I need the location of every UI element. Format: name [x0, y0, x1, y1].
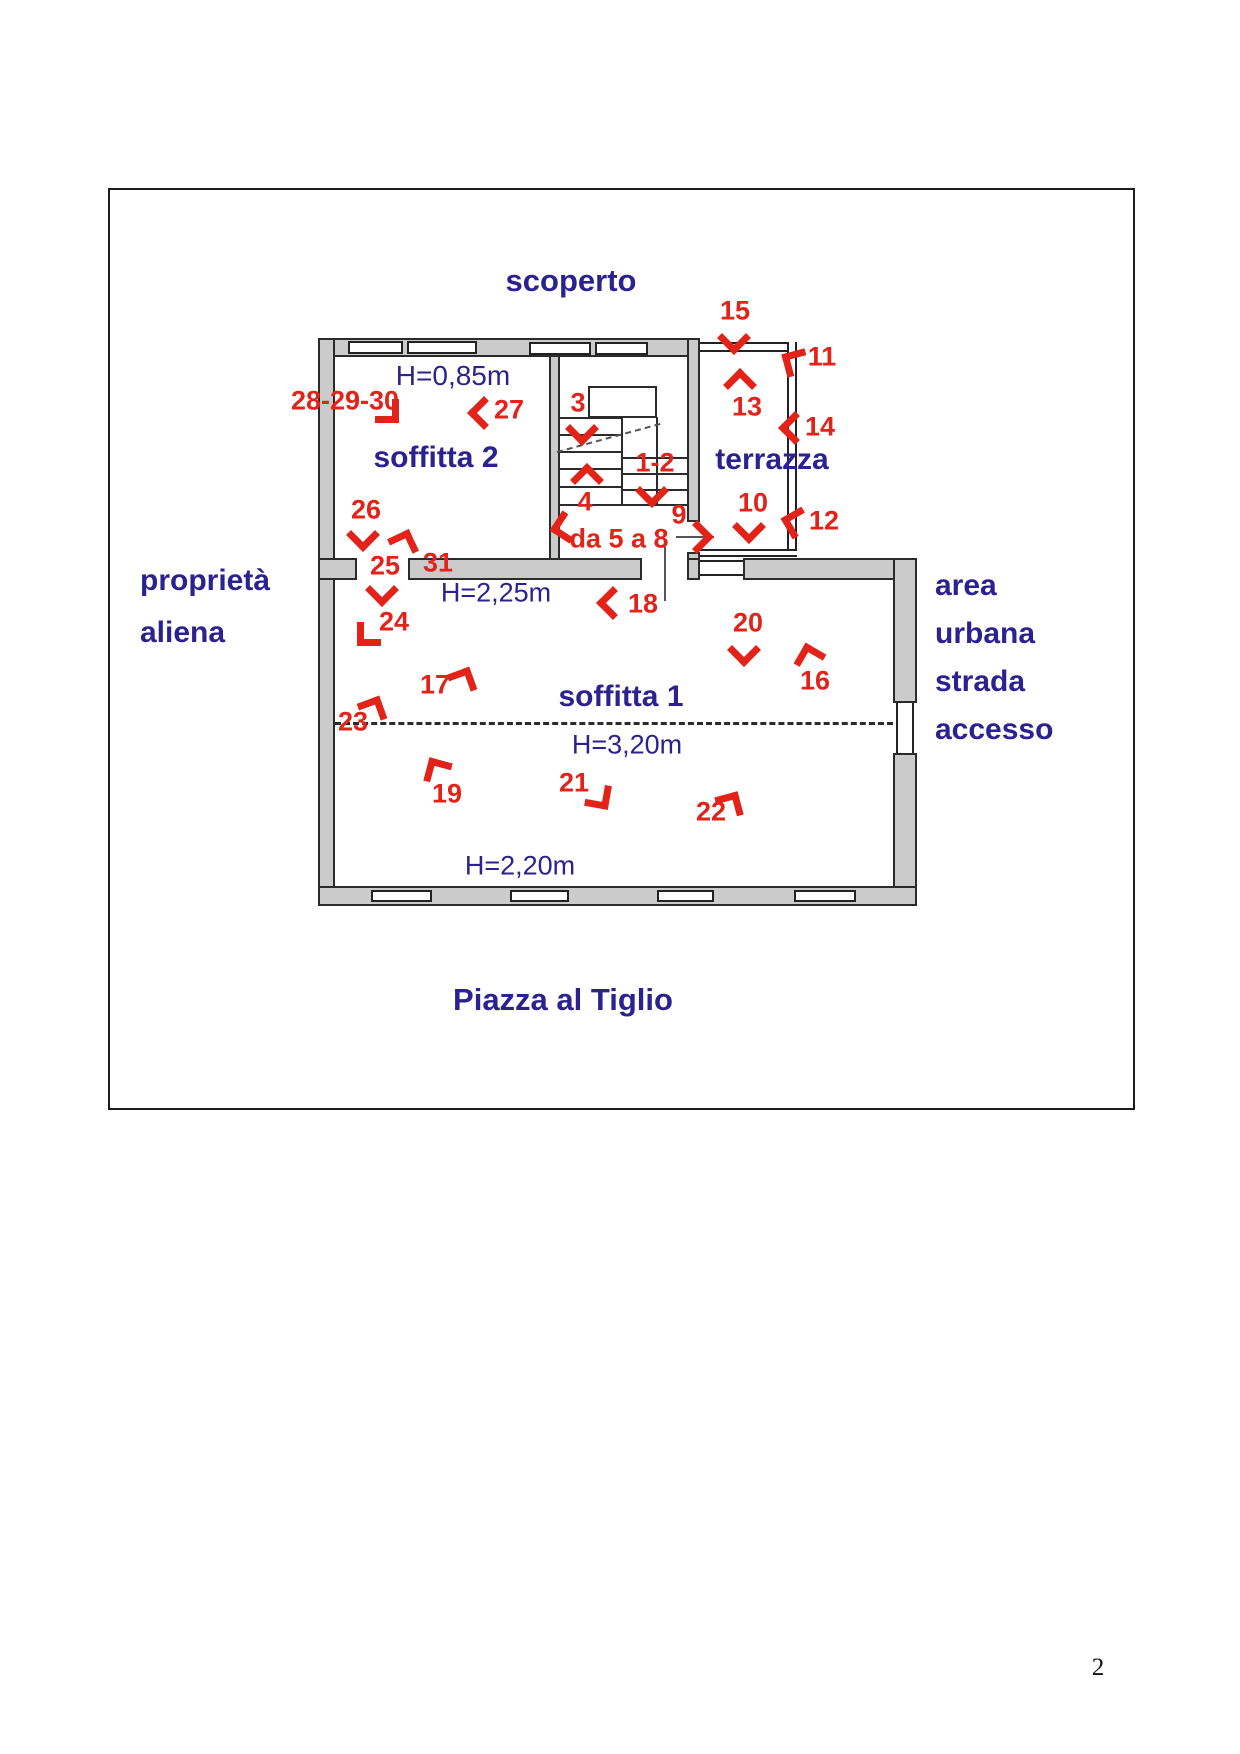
terrazza-parapet-top [700, 342, 797, 352]
stair-tread [560, 417, 622, 419]
photo-marker-1-2-arrow [635, 474, 669, 508]
label-height-soffitta2: H=0,85m [395, 360, 511, 391]
stair-divider [621, 417, 623, 506]
window-top-2 [407, 341, 477, 354]
leader-line-horizontal [676, 536, 714, 538]
stair-tread [560, 486, 622, 488]
photo-marker-28-29-30-label: 28-29-30 [290, 385, 400, 416]
label-area: area [935, 569, 997, 602]
photo-marker-16-label: 16 [799, 665, 831, 696]
window-bottom-4 [794, 890, 856, 902]
photo-marker-15-label: 15 [719, 295, 751, 326]
label-piazza-al-tiglio: Piazza al Tiglio [453, 982, 673, 1017]
photo-marker-27-label: 27 [493, 394, 525, 425]
leader-line-vertical [664, 547, 666, 601]
label-urbana: urbana [935, 617, 1036, 650]
terrazza-parapet-right [787, 342, 797, 557]
photo-marker-23-label: 23 [337, 706, 369, 737]
window-bottom-3 [657, 890, 714, 902]
label-aliena: aliena [140, 616, 226, 649]
photo-marker-10-label: 10 [737, 487, 769, 518]
photo-marker-18-arrow [596, 586, 630, 620]
wall-soffitta1-top-a [318, 558, 357, 580]
label-height-320: H=3,20m [571, 729, 683, 760]
door-right-wall [896, 703, 914, 753]
photo-marker-11-arrow [781, 348, 811, 378]
wall-soffitta1-top-b [408, 558, 642, 580]
label-room-soffitta1: soffitta 1 [558, 680, 684, 713]
window-top-3 [529, 342, 591, 355]
photo-marker-4-label: 4 [577, 486, 593, 517]
photo-marker-25-label: 25 [369, 550, 401, 581]
wall-soffitta1-top-corner [687, 558, 700, 580]
stair-tread [560, 468, 622, 470]
wall-bottom [318, 886, 917, 906]
wall-right-lower [893, 753, 917, 906]
window-top-4 [595, 342, 648, 355]
label-room-terrazza: terrazza [715, 443, 829, 476]
photo-marker-13-label: 13 [731, 391, 763, 422]
photo-marker-20-arrow [727, 633, 761, 667]
photo-marker-18-label: 18 [627, 588, 659, 619]
stair-tread [622, 473, 688, 475]
photo-marker-24-arrow [357, 622, 381, 646]
photo-marker-20-label: 20 [732, 607, 764, 638]
photo-marker-28-29-30-arrow [375, 399, 399, 423]
label-scoperto: scoperto [505, 263, 637, 298]
label-accesso: accesso [935, 713, 1054, 746]
photo-marker-22-label: 22 [695, 796, 727, 827]
photo-marker-4-arrow [570, 463, 604, 497]
stair-tread [560, 434, 622, 436]
photo-marker-19-label: 19 [431, 778, 463, 809]
photo-marker-31-label: 31 [422, 547, 454, 578]
terrazza-parapet-bottom [700, 549, 797, 557]
stair-tread [560, 504, 688, 506]
window-bottom-2 [510, 890, 569, 902]
wall-right-upper [893, 558, 917, 703]
photo-marker-17-arrow [446, 666, 478, 698]
photo-marker-15-arrow [717, 321, 751, 355]
photo-marker-26-label: 26 [350, 494, 382, 525]
photo-marker-3-label: 3 [570, 387, 586, 418]
section-dashed-line [335, 722, 893, 725]
photo-marker-17-label: 17 [419, 669, 451, 700]
photo-marker-22-arrow [714, 791, 744, 821]
page-number: 2 [1091, 1654, 1105, 1681]
photo-marker-24-label: 24 [378, 606, 410, 637]
photo-marker-21-label: 21 [558, 767, 590, 798]
photo-marker-21-arrow [584, 782, 612, 810]
photo-marker-14-label: 14 [804, 411, 836, 442]
window-top-1 [348, 341, 403, 354]
window-bottom-1 [371, 890, 432, 902]
photo-marker-12-label: 12 [808, 505, 840, 536]
wall-stairwell-terrazza-upper [687, 338, 700, 522]
label-strada: strada [935, 665, 1026, 698]
label-room-soffitta2: soffitta 2 [373, 441, 499, 474]
label-height-225: H=2,25m [440, 577, 552, 608]
label-proprieta: proprietà [140, 564, 271, 597]
label-height-220: H=2,20m [464, 850, 576, 881]
photo-marker-9-label: 9 [671, 499, 687, 530]
photo-marker-5-8-label: da 5 a 8 [569, 523, 669, 554]
wall-soffitta1-top-thin [700, 560, 743, 576]
stair-tread [622, 457, 688, 459]
photo-marker-1-2-label: 1-2 [635, 447, 675, 478]
stair-tread [560, 451, 622, 453]
stair-well-edge [656, 417, 658, 506]
stair-tread [622, 489, 688, 491]
photo-marker-11-label: 11 [807, 341, 837, 372]
